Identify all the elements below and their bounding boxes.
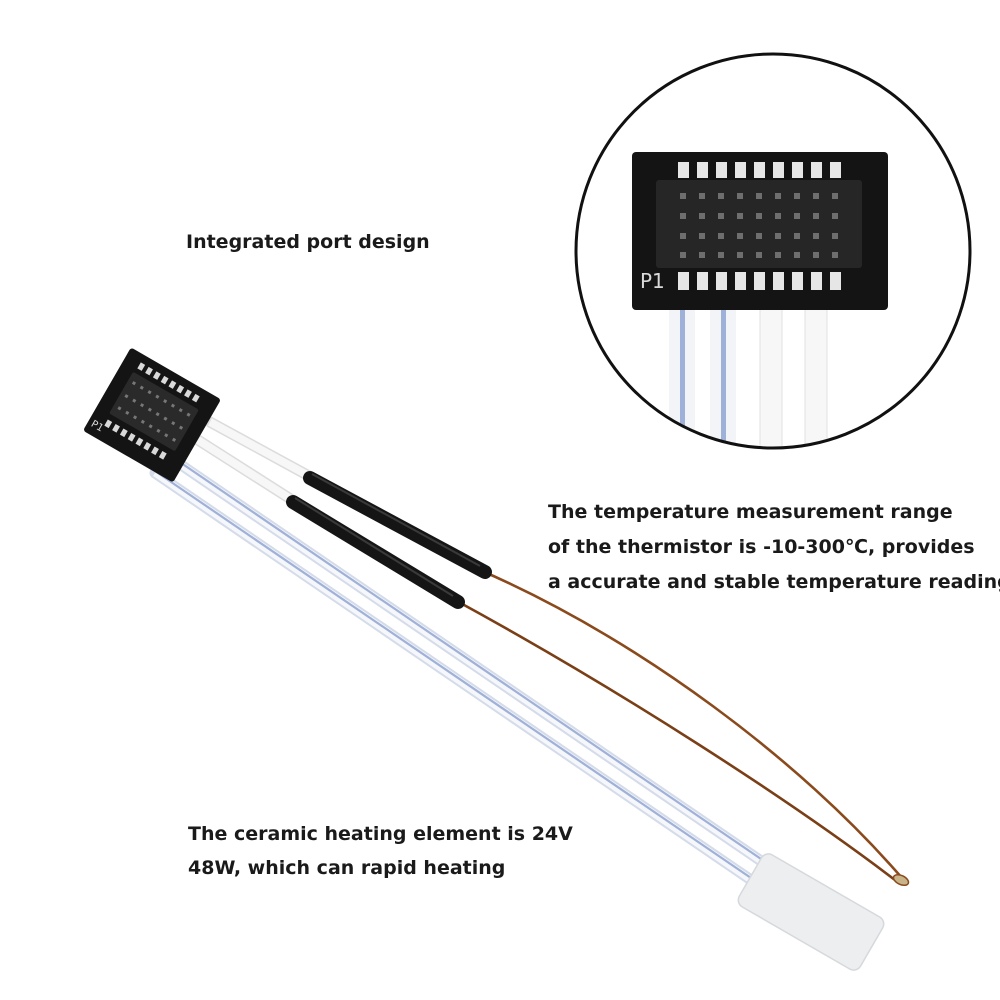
zoom-connector-label: P1 [640, 269, 665, 293]
thermistor-wire-right [208, 418, 322, 486]
caption-thermistor-line: The temperature measurement range [548, 501, 953, 523]
thermistor-wire-left [195, 436, 303, 509]
connector-socket [109, 372, 199, 451]
heat-shrink-sleeves [286, 471, 492, 609]
thermistor-lead-lower [454, 598, 896, 882]
thermistor-leads [454, 568, 910, 887]
caption-thermistor-line: of the thermistor is -10-300℃, provides [548, 536, 975, 558]
caption-thermistor-line: a accurate and stable temperature readin… [548, 571, 1000, 593]
connector-board: P1 [84, 348, 220, 482]
zoom-callout-ring [574, 52, 972, 450]
connector-label-small: P1 [89, 419, 105, 435]
ceramic-heater-plate [737, 853, 885, 971]
caption-heater: The ceramic heating element is 24V 48W, … [188, 817, 573, 885]
zoom-connector-pins-bottom [678, 272, 841, 290]
zoom-connector-pins-top [678, 162, 841, 178]
caption-heater-line: 48W, which can rapid heating [188, 857, 506, 879]
heat-shrink-lower [286, 495, 465, 609]
zoom-connector: P1 [632, 152, 888, 310]
thermistor-lead-upper [479, 568, 903, 879]
caption-thermistor: The temperature measurement range of the… [548, 495, 1000, 600]
caption-heater-line: The ceramic heating element is 24V [188, 823, 573, 845]
thermistor-bead [892, 873, 910, 887]
thermistor-wires [192, 416, 326, 511]
zoom-connector-contacts [680, 193, 838, 258]
connector-pins [104, 362, 200, 460]
heater-wires [149, 450, 789, 899]
heat-shrink-upper [303, 471, 492, 579]
caption-port-design: Integrated port design [186, 231, 430, 253]
ceramic-heater [737, 853, 885, 971]
zoom-callout: P1 [574, 52, 972, 450]
